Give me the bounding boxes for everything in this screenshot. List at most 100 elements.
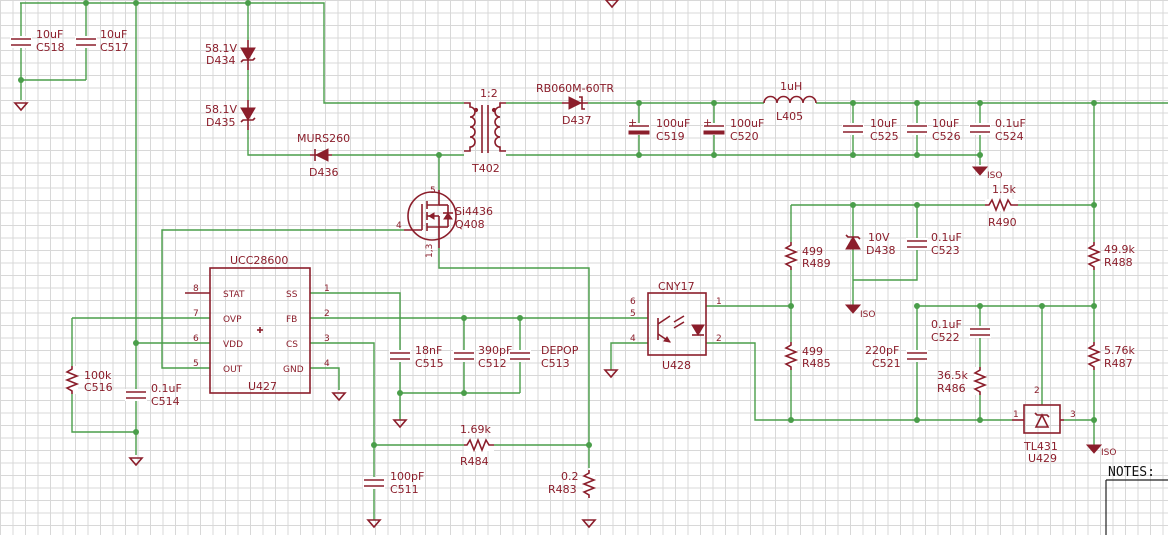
svg-text:499: 499: [802, 345, 823, 358]
zener-diode-d438: 10V D438: [845, 231, 895, 257]
svg-text:L405: L405: [776, 110, 803, 123]
resistor-c516: 100k C516: [64, 366, 113, 394]
inductor-l405: 1uH L405: [763, 80, 817, 123]
svg-text:C516: C516: [84, 381, 113, 394]
svg-text:Si4436: Si4436: [455, 205, 493, 218]
svg-text:OUT: OUT: [223, 365, 243, 375]
svg-text:R488: R488: [1104, 256, 1133, 269]
svg-text:58.1V: 58.1V: [205, 42, 237, 55]
svg-text:0.2: 0.2: [561, 470, 579, 483]
svg-text:36.5k: 36.5k: [937, 369, 968, 382]
svg-text:NOTES:: NOTES:: [1108, 465, 1155, 480]
svg-text:4: 4: [324, 359, 330, 369]
svg-text:C511: C511: [390, 483, 419, 496]
svg-text:U429: U429: [1028, 452, 1057, 465]
svg-text:1: 1: [716, 297, 722, 307]
svg-text:D438: D438: [866, 244, 895, 257]
svg-text:1: 1: [324, 284, 330, 294]
svg-text:1: 1: [1013, 410, 1019, 420]
svg-text:ISO: ISO: [1101, 448, 1116, 458]
iso-ground-symbols: ISO ISO ISO: [844, 166, 1116, 458]
capacitor-c512: 390pF C512: [453, 344, 512, 370]
svg-text:100pF: 100pF: [390, 470, 424, 483]
svg-text:499: 499: [802, 245, 823, 258]
svg-text:R483: R483: [548, 483, 577, 496]
optocoupler-u428: CNY17 U428 6 5 4 1 2: [630, 280, 722, 372]
transformer-t402: 1:2 T402: [464, 87, 506, 175]
svg-text:2: 2: [324, 309, 330, 319]
shunt-regulator-u429: 1 2 3 TL431 U429: [1012, 386, 1076, 465]
capacitor-c517: 10uF C517: [75, 28, 129, 54]
svg-text:STAT: STAT: [223, 290, 245, 300]
svg-text:10V: 10V: [868, 231, 890, 244]
svg-text:C514: C514: [151, 395, 180, 408]
svg-text:U428: U428: [662, 359, 691, 372]
capacitor-c519: + 100uF C519: [628, 116, 690, 143]
svg-text:5: 5: [193, 359, 199, 369]
svg-text:R484: R484: [460, 455, 489, 468]
svg-text:D437: D437: [562, 114, 591, 127]
svg-text:10uF: 10uF: [932, 117, 959, 130]
svg-text:3: 3: [324, 334, 330, 344]
svg-text:C515: C515: [415, 357, 444, 370]
svg-text:220pF: 220pF: [865, 344, 899, 357]
svg-text:100k: 100k: [84, 369, 112, 382]
svg-text:1.69k: 1.69k: [460, 423, 491, 436]
svg-text:100uF: 100uF: [656, 117, 690, 130]
svg-text:UCC28600: UCC28600: [230, 254, 288, 267]
zener-diode-d434: 58.1V D434: [205, 40, 256, 70]
svg-text:C513: C513: [541, 357, 570, 370]
svg-text:0.1uF: 0.1uF: [931, 231, 962, 244]
svg-text:5: 5: [430, 186, 436, 196]
svg-text:R489: R489: [802, 257, 831, 270]
svg-text:C524: C524: [995, 130, 1024, 143]
svg-text:5: 5: [630, 309, 636, 319]
svg-text:58.1V: 58.1V: [205, 103, 237, 116]
svg-text:1.5k: 1.5k: [992, 183, 1016, 196]
controller-ic-u427: UCC28600 U427 8 7 6 5 STAT OVP VDD OUT 1…: [185, 254, 330, 394]
svg-text:TL431: TL431: [1023, 440, 1058, 453]
svg-text:R490: R490: [988, 216, 1017, 229]
svg-text:10uF: 10uF: [36, 28, 63, 41]
svg-text:CNY17: CNY17: [658, 280, 695, 293]
svg-text:GND: GND: [283, 365, 304, 375]
schottky-diode-d437: RB060M-60TR D437: [536, 82, 614, 127]
svg-text:100uF: 100uF: [730, 117, 764, 130]
svg-text:D436: D436: [309, 166, 338, 179]
svg-text:+: +: [628, 116, 637, 129]
svg-text:C522: C522: [931, 331, 960, 344]
svg-text:CS: CS: [286, 340, 298, 350]
svg-text:RB060M-60TR: RB060M-60TR: [536, 82, 614, 95]
svg-text:0.1uF: 0.1uF: [931, 318, 962, 331]
svg-text:6: 6: [193, 334, 199, 344]
svg-text:C519: C519: [656, 130, 685, 143]
svg-text:ISO: ISO: [860, 310, 875, 320]
capacitor-c525: 10uF C525: [842, 117, 899, 143]
zener-diode-d435: 58.1V D435: [205, 100, 256, 130]
svg-text:Q408: Q408: [455, 218, 485, 231]
mosfet-q408: 5 4 1,3 Si4436 Q408: [396, 186, 493, 258]
svg-text:U427: U427: [248, 380, 277, 393]
svg-text:+: +: [703, 116, 712, 129]
svg-text:OVP: OVP: [223, 315, 242, 325]
resistor-r487: 5.76k R487: [1086, 342, 1135, 370]
svg-text:C525: C525: [870, 130, 899, 143]
resistor-r485: 499 R485: [783, 342, 831, 370]
svg-text:4: 4: [630, 334, 636, 344]
capacitor-c518: 10uF C518: [10, 28, 65, 54]
svg-text:R486: R486: [937, 382, 966, 395]
svg-text:C521: C521: [872, 357, 901, 370]
svg-text:C523: C523: [931, 244, 960, 257]
svg-text:R487: R487: [1104, 357, 1133, 370]
svg-text:D435: D435: [206, 116, 235, 129]
svg-text:C512: C512: [478, 357, 507, 370]
capacitor-c520: + 100uF C520: [703, 116, 764, 143]
svg-text:SS: SS: [286, 290, 298, 300]
svg-text:390pF: 390pF: [478, 344, 512, 357]
capacitor-c524: 0.1uF C524: [969, 117, 1026, 143]
resistor-r486: 36.5k R486: [937, 367, 988, 395]
capacitor-c522: 0.1uF C522: [931, 318, 991, 344]
svg-text:ISO: ISO: [987, 171, 1002, 181]
svg-text:3: 3: [1070, 410, 1076, 420]
